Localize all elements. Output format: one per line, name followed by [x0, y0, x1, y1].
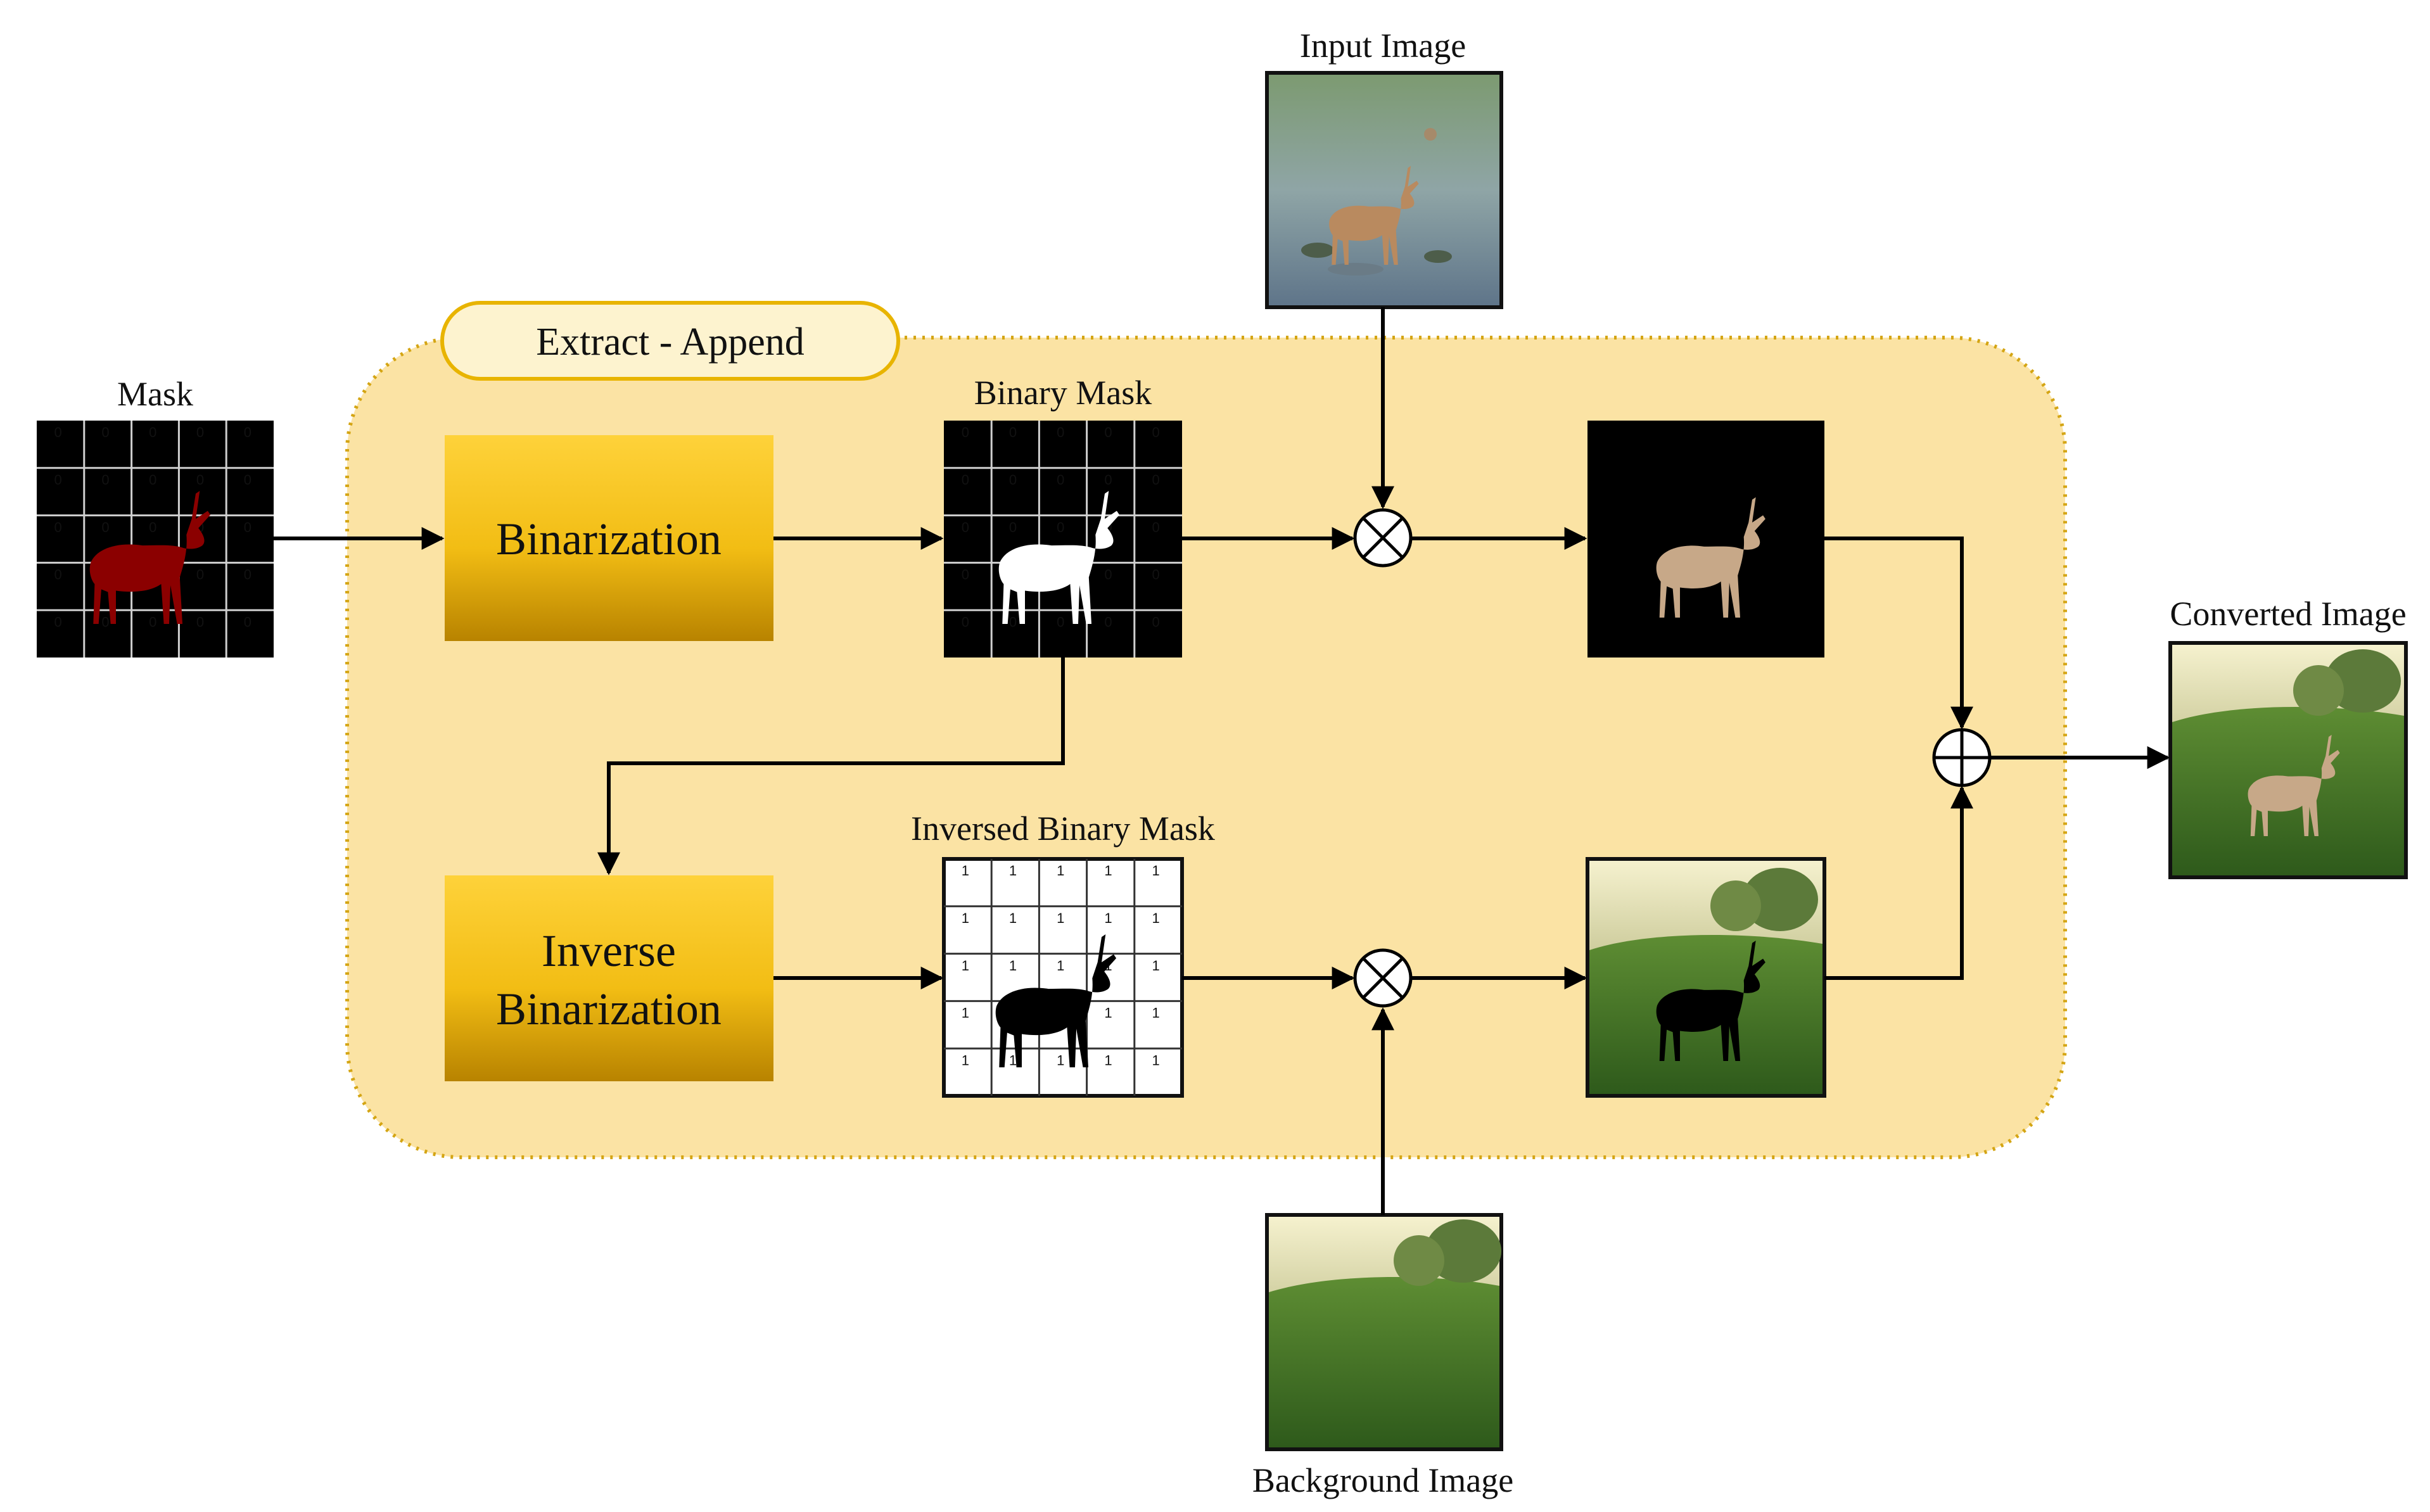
grid-cell-value: 1	[1104, 1005, 1112, 1021]
grid-cell-value: 0	[54, 519, 62, 535]
grid-cell-value: 0	[244, 614, 251, 630]
grid-cell-value: 1	[1152, 958, 1160, 974]
background-image	[1265, 1213, 1503, 1451]
grid-cell-value: 1	[1057, 910, 1064, 926]
grid-cell-value: 1	[1057, 1052, 1064, 1068]
grid-cell-value: 0	[101, 614, 109, 630]
group-label: Extract - Append	[536, 321, 805, 364]
grid-cell-value: 0	[1104, 567, 1112, 583]
binary-mask-image: 0000000000000000000000000	[944, 421, 1182, 658]
add-operator	[1932, 728, 1992, 787]
mask-label: Mask	[117, 375, 193, 413]
grid-cell-value: 1	[1152, 1052, 1160, 1068]
grid-cell-value: 0	[196, 567, 204, 583]
grid-cell-value: 0	[149, 424, 156, 440]
grid-cell-value: 0	[1104, 472, 1112, 488]
multiply-operator-top	[1353, 508, 1413, 568]
grid-cell-value: 0	[1152, 424, 1160, 440]
grid-cell-value: 0	[1152, 614, 1160, 630]
grid-cell-value: 0	[962, 424, 969, 440]
grid-cell-value: 1	[1009, 958, 1017, 974]
input-image-label: Input Image	[1300, 27, 1466, 65]
grid-cell-value: 0	[101, 424, 109, 440]
grid-cell-value: 1	[962, 1052, 969, 1068]
grid-cell-value: 0	[1057, 519, 1064, 535]
grid-cell-value: 0	[1009, 472, 1017, 488]
grid-cell-value: 1	[1009, 863, 1017, 879]
grid-cell-value: 1	[1152, 863, 1160, 879]
inversed-binary-mask-image: 1111111111111111111111111	[942, 857, 1184, 1098]
grid-cell-value: 1	[962, 863, 969, 879]
grid-cell-value: 0	[962, 614, 969, 630]
grid-cell-value: 0	[1057, 424, 1064, 440]
grid-cell-value: 0	[101, 519, 109, 535]
arrow-binary-mask-to-inverse	[597, 658, 1065, 875]
connectors	[274, 527, 2170, 1215]
grid-cell-value: 0	[149, 519, 156, 535]
grid-cell-value: 1	[1057, 958, 1064, 974]
grid-cell-value: 1	[1104, 863, 1112, 879]
grid-cell-value: 0	[101, 472, 109, 488]
grid-cell-value: 0	[1009, 519, 1017, 535]
binarization-label: Binarization	[496, 514, 722, 564]
grid-cell-value: 0	[196, 424, 204, 440]
grid-cell-value: 0	[54, 472, 62, 488]
grid-cell-value: 0	[149, 472, 156, 488]
grid-cell-value: 0	[1057, 614, 1064, 630]
grid-cell-value: 0	[1057, 472, 1064, 488]
grid-cell-value: 1	[962, 1005, 969, 1021]
mask-image: 0000000000000000000000000	[37, 421, 274, 658]
grid-cell-value: 0	[1009, 424, 1017, 440]
multiply-operator-bottom	[1353, 948, 1413, 1008]
converted-image-label: Converted Image	[2170, 595, 2406, 633]
arrow-foreground-to-add	[1824, 537, 1973, 730]
converted-image	[2168, 641, 2408, 879]
grid-cell-value: 1	[962, 910, 969, 926]
background-image-label: Background Image	[1252, 1461, 1513, 1499]
grid-cell-value: 1	[1104, 1052, 1112, 1068]
grid-cell-value: 0	[196, 614, 204, 630]
grid-cell-value: 0	[1152, 519, 1160, 535]
grid-cell-value: 0	[962, 472, 969, 488]
grid-cell-value: 0	[54, 567, 62, 583]
inverse-binarization-label-line1: Inverse	[542, 925, 676, 976]
grid-cell-value: 0	[962, 519, 969, 535]
grid-cell-value: 1	[1057, 863, 1064, 879]
input-image	[1265, 71, 1503, 309]
grid-cell-value: 0	[1104, 424, 1112, 440]
inverse-binarization-block	[445, 875, 773, 1081]
arrow-background-hole-to-add	[1824, 785, 1973, 980]
background-with-hole-image	[1586, 857, 1826, 1098]
grid-cell-value: 0	[244, 472, 251, 488]
grid-cell-value: 0	[244, 567, 251, 583]
grid-cell-value: 0	[149, 614, 156, 630]
inversed-binary-mask-label: Inversed Binary Mask	[911, 810, 1215, 848]
grid-cell-value: 0	[244, 519, 251, 535]
grid-cell-value: 0	[1104, 614, 1112, 630]
grid-cell-value: 0	[54, 614, 62, 630]
grid-cell-value: 0	[1152, 472, 1160, 488]
grid-cell-value: 0	[54, 424, 62, 440]
grid-cell-value: 1	[1009, 910, 1017, 926]
binarization-block	[445, 435, 773, 641]
binary-mask-label: Binary Mask	[974, 374, 1152, 412]
grid-cell-value: 0	[1009, 614, 1017, 630]
grid-cell-value: 0	[244, 424, 251, 440]
grid-cell-value: 1	[1104, 910, 1112, 926]
grid-cell-value: 1	[1152, 910, 1160, 926]
grid-cell-value: 1	[962, 958, 969, 974]
grid-cell-value: 1	[1009, 1052, 1017, 1068]
grid-cell-value: 0	[196, 472, 204, 488]
grid-cell-value: 0	[962, 567, 969, 583]
inverse-binarization-label-line2: Binarization	[496, 984, 722, 1034]
extracted-foreground-image	[1587, 421, 1824, 658]
group-label-box	[440, 301, 900, 381]
grid-cell-value: 0	[1152, 567, 1160, 583]
grid-cell-value: 1	[1152, 1005, 1160, 1021]
